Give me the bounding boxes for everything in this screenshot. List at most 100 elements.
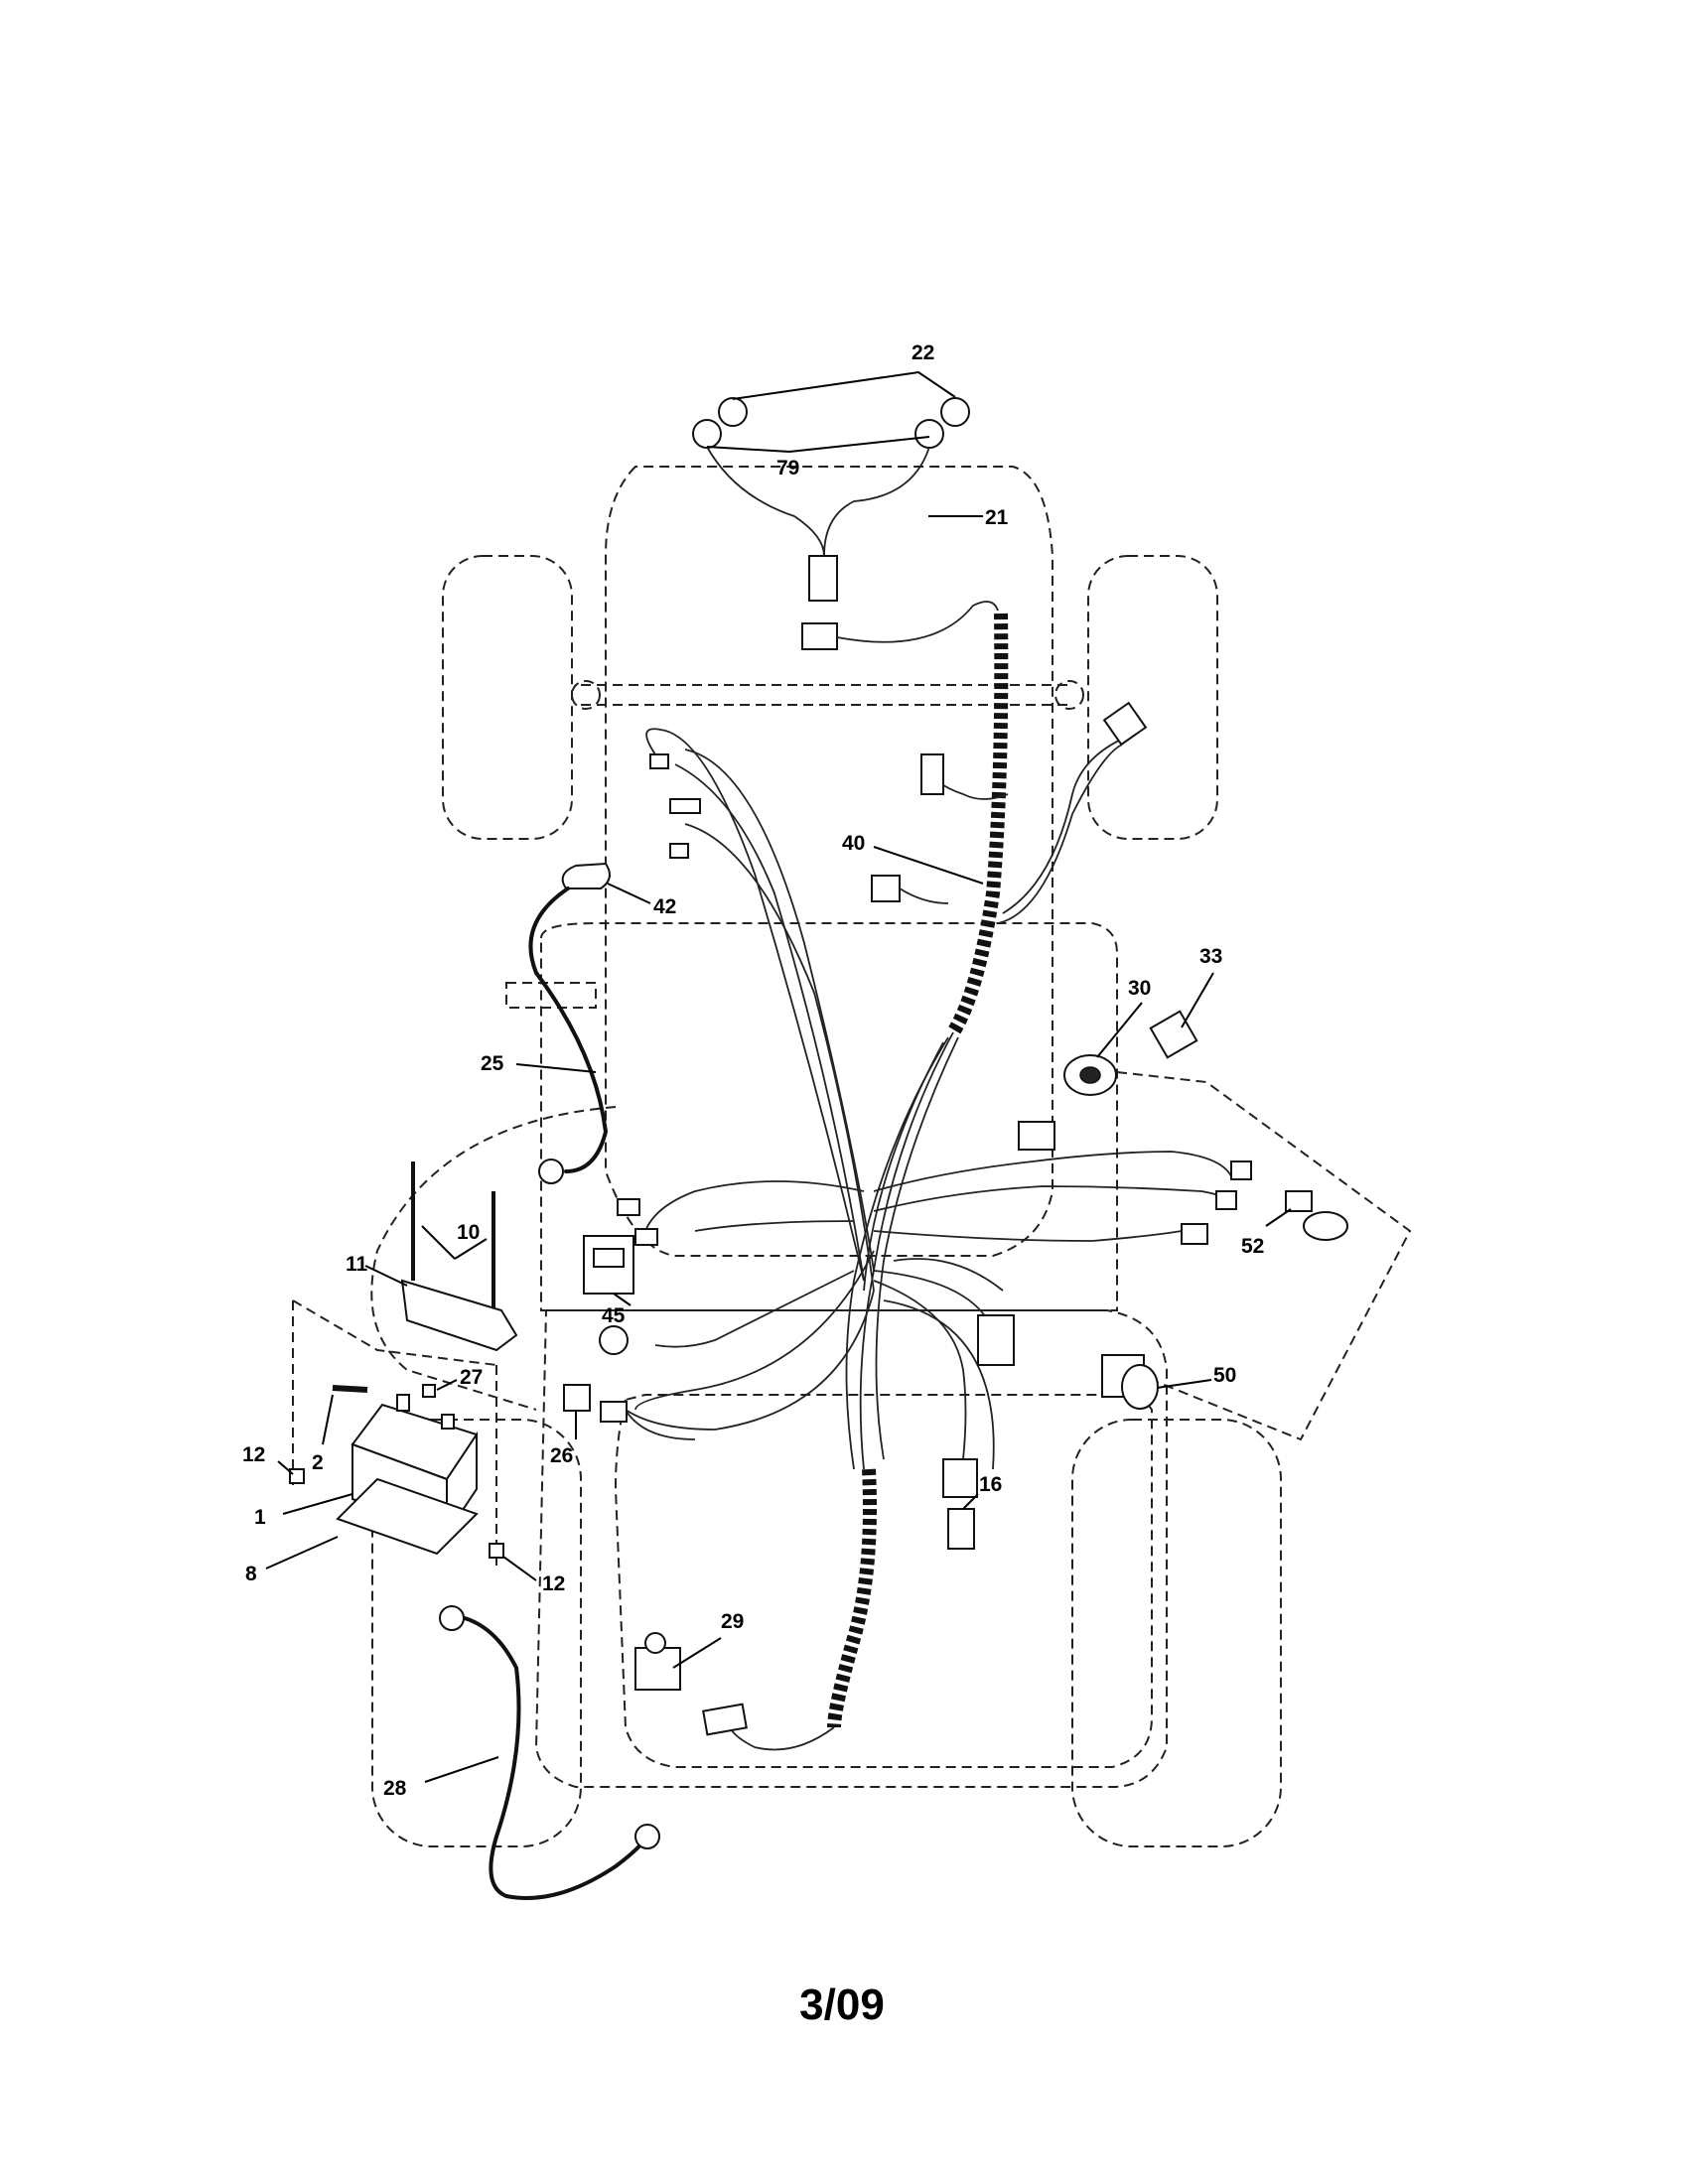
- term-4: [649, 753, 669, 769]
- hold-down-nut-left: [289, 1468, 305, 1484]
- headlight-wire-right: [823, 446, 930, 557]
- rear-right-tire: [1071, 1419, 1282, 1847]
- rear-left-tire: [371, 1419, 582, 1847]
- callout-50: 50: [1213, 1364, 1236, 1387]
- leader-12-lower: [502, 1556, 537, 1581]
- term-5: [669, 798, 701, 814]
- bulb-52: [1285, 1190, 1348, 1241]
- callout-8: 8: [245, 1563, 257, 1585]
- leader-29: [672, 1637, 722, 1669]
- leader-79: [706, 436, 930, 453]
- hood-outline: [605, 466, 1053, 1257]
- callout-1: 1: [254, 1506, 266, 1529]
- battery-bolt: [332, 1385, 368, 1393]
- leader-8: [265, 1536, 339, 1570]
- callout-45: 45: [602, 1304, 626, 1327]
- callout-12-upper: 12: [242, 1443, 265, 1466]
- term-3: [1181, 1223, 1208, 1245]
- callout-52: 52: [1241, 1235, 1264, 1258]
- ground-cable-ring: [538, 1159, 564, 1184]
- hold-down-bracket: [400, 1279, 518, 1352]
- dash-panel-outline: [540, 922, 1118, 1311]
- term-1: [1230, 1160, 1252, 1180]
- ignition-switch: [1063, 1054, 1117, 1096]
- leader-45: [613, 1293, 632, 1306]
- headlight-socket-right: [914, 419, 944, 449]
- callout-42: 42: [653, 895, 676, 918]
- ground-ring-terminal: [599, 1325, 629, 1355]
- term-2: [1215, 1190, 1237, 1210]
- leader-2: [322, 1394, 334, 1445]
- callout-33: 33: [1199, 945, 1222, 968]
- rear-body-outline: [534, 1309, 1168, 1788]
- callout-27: 27: [460, 1366, 483, 1389]
- headlight-harness-plug: [801, 622, 838, 650]
- headlight-feed-wire: [836, 601, 999, 643]
- ground-cable-25: [528, 887, 609, 1173]
- main-wiring-harness: [617, 613, 1252, 1751]
- callout-22: 22: [912, 341, 934, 364]
- battery-assembly: [289, 1161, 518, 1559]
- front-axle: [581, 684, 1072, 706]
- leader-12-upper: [277, 1460, 294, 1475]
- battery-cable-28: [439, 1605, 660, 1900]
- leader-52: [1265, 1208, 1292, 1227]
- callout-79: 79: [776, 457, 799, 479]
- leader-33: [1181, 972, 1214, 1028]
- headlight-bulb-right: [940, 397, 970, 427]
- callout-labels: 22 79 21 40 42 33 30 25 10 11 52 45 27 5…: [242, 341, 1264, 1800]
- relay-33: [1149, 1010, 1198, 1059]
- leader-10: [421, 1225, 488, 1260]
- battery-tray-bracket: [505, 982, 597, 1009]
- callout-21: 21: [985, 506, 1009, 529]
- leader-30: [1096, 1002, 1143, 1058]
- headlight-connector: [808, 555, 838, 602]
- harness-connector-a: [871, 875, 901, 902]
- callout-26: 26: [550, 1444, 573, 1467]
- callout-30: 30: [1128, 977, 1151, 1000]
- leader-lines: [265, 370, 1292, 1783]
- callout-2: 2: [312, 1451, 324, 1474]
- fuse-holder-26: [563, 1384, 696, 1440]
- spark-plug-wire: [528, 862, 611, 1184]
- hold-down-nut-right: [489, 1543, 504, 1559]
- leader-28: [424, 1756, 499, 1783]
- seat-switch-29: [634, 1632, 748, 1736]
- leader-22: [732, 370, 956, 400]
- right-fender-outline: [1116, 1071, 1412, 1441]
- left-fender-outline: [370, 1106, 617, 1411]
- callout-25: 25: [481, 1052, 504, 1075]
- harness-connector-d: [920, 753, 944, 795]
- battery-tray: [336, 1477, 479, 1556]
- module-45: [583, 1235, 634, 1295]
- headlight-bulb-left: [718, 397, 748, 427]
- callout-16: 16: [979, 1473, 1002, 1496]
- leader-27: [436, 1379, 458, 1391]
- battery-nut: [422, 1384, 436, 1398]
- callout-29: 29: [721, 1610, 744, 1633]
- front-axle-left-pivot: [571, 680, 601, 710]
- harness-trunk-1: [859, 1031, 954, 1470]
- term-7: [617, 1198, 640, 1216]
- term-8: [634, 1228, 658, 1246]
- tractor-outline: [292, 466, 1412, 1847]
- leader-50: [1156, 1379, 1212, 1389]
- leader-1: [282, 1493, 353, 1515]
- headlight-harness: [692, 397, 999, 650]
- front-axle-right-pivot: [1054, 680, 1084, 710]
- front-left-tire: [442, 555, 573, 840]
- leader-42: [607, 883, 651, 904]
- spark-plug-boot: [561, 862, 611, 889]
- leader-25: [515, 1063, 597, 1073]
- harness-plug-6pin: [977, 1314, 1015, 1366]
- leader-16: [962, 1493, 979, 1510]
- harness-conduit-upper: [946, 613, 1009, 1036]
- battery-box-guide: [292, 1299, 497, 1569]
- leader-11: [364, 1265, 408, 1287]
- headlight-socket-left: [692, 419, 722, 449]
- harness-connector-b: [1018, 1121, 1055, 1151]
- callout-28: 28: [383, 1777, 407, 1800]
- date-code: 3/09: [799, 1980, 885, 2029]
